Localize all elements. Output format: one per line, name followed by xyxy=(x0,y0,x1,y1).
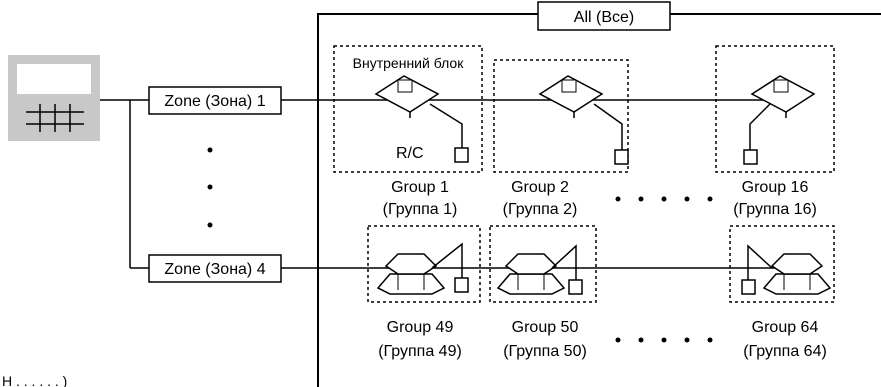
ceiling-indoor-unit-icon xyxy=(762,253,832,295)
group-2-box xyxy=(493,59,629,173)
rc-cable xyxy=(747,244,773,280)
remote-controller-icon xyxy=(743,149,758,165)
group-64-label-ru: (Группа 64) xyxy=(743,343,827,360)
rc-cable xyxy=(593,103,623,150)
cassette-indoor-unit-icon xyxy=(374,75,440,118)
rc-cable xyxy=(429,103,463,148)
remote-controller-icon xyxy=(454,277,469,293)
group-2-label: Group 2 xyxy=(511,179,569,196)
rc-cable xyxy=(749,103,771,150)
remote-controller-icon xyxy=(454,147,469,163)
group-16-label: Group 16 xyxy=(742,179,809,196)
all-title-label: All (Все) xyxy=(574,9,634,26)
all-frame xyxy=(317,13,881,387)
group-1-label-ru: (Группа 1) xyxy=(383,201,458,218)
group-1-box xyxy=(333,45,483,173)
group-50-label-ru: (Группа 50) xyxy=(503,343,587,360)
bottom-cut-text: Н . . . . . . ) xyxy=(2,373,67,387)
ceiling-indoor-unit-icon xyxy=(496,253,566,295)
group-1-label: Group 1 xyxy=(391,179,449,196)
rc-cable xyxy=(431,242,463,278)
group-2-label-ru: (Группа 2) xyxy=(503,201,578,218)
group-64-label: Group 64 xyxy=(752,319,819,336)
remote-controller-icon xyxy=(741,279,756,295)
zone-wiring xyxy=(100,99,149,269)
zone-1-box xyxy=(148,86,282,115)
indoor-unit-label: Внутренний блок xyxy=(353,55,465,71)
top-groups-ellipsis xyxy=(615,196,713,202)
rc-label: R/C xyxy=(396,145,424,162)
cassette-indoor-unit-icon xyxy=(750,75,816,118)
group-49-box xyxy=(367,225,481,303)
group-16-label-ru: (Группа 16) xyxy=(733,201,817,218)
cassette-indoor-unit-icon xyxy=(538,75,604,118)
remote-controller-icon xyxy=(568,279,583,295)
all-title-box xyxy=(537,1,671,31)
group-49-label-ru: (Группа 49) xyxy=(378,343,462,360)
central-controller-icon xyxy=(8,55,100,141)
rc-cable xyxy=(551,244,577,280)
bottom-groups-ellipsis xyxy=(615,337,713,343)
zone-4-label: Zone (Зона) 4 xyxy=(164,261,265,278)
zone-ellipsis xyxy=(207,147,213,228)
group-49-label: Group 49 xyxy=(387,319,454,336)
zone-4-box xyxy=(148,254,282,283)
group-50-label: Group 50 xyxy=(512,319,579,336)
ceiling-indoor-unit-icon xyxy=(376,253,446,295)
remote-controller-icon xyxy=(614,149,629,165)
zone-1-label: Zone (Зона) 1 xyxy=(164,93,265,110)
group-50-box xyxy=(489,225,597,303)
group-16-box xyxy=(715,45,835,173)
